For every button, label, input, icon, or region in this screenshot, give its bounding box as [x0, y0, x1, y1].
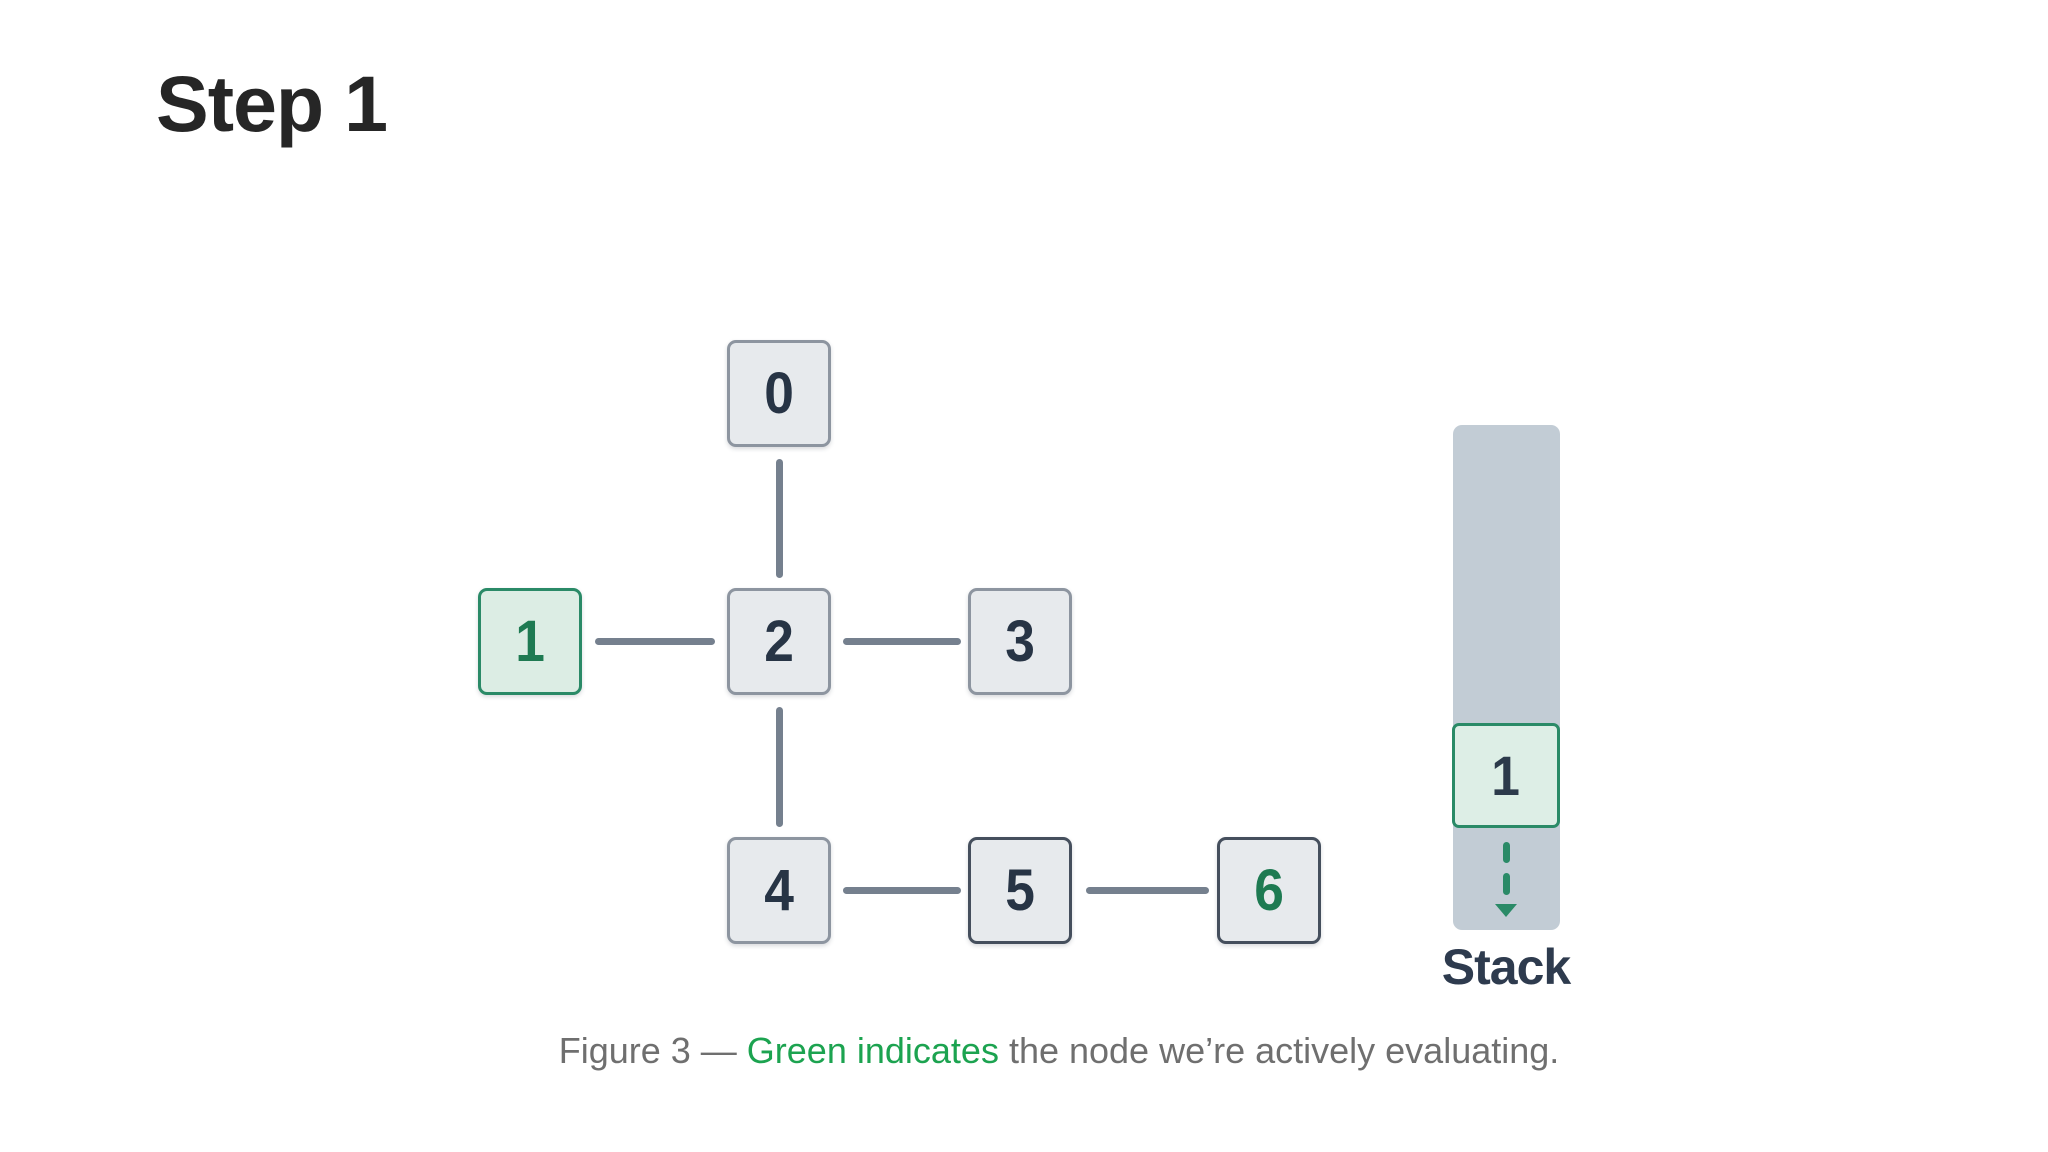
stack-label: Stack	[1441, 939, 1571, 995]
edge-0-2	[776, 459, 783, 578]
stack-item-1: 1	[1452, 723, 1560, 828]
graph-node-4: 4	[727, 837, 831, 944]
graph-node-4-label: 4	[764, 858, 794, 923]
graph-node-1-active: 1	[478, 588, 582, 695]
graph-node-0: 0	[727, 340, 831, 447]
graph-node-6-label: 6	[1254, 858, 1284, 923]
edge-2-4	[776, 707, 783, 827]
caption-prefix: Figure 3 —	[558, 1030, 747, 1071]
edge-2-3	[843, 638, 961, 645]
graph-node-3-label: 3	[1005, 609, 1035, 674]
stack-item-1-label: 1	[1491, 744, 1521, 807]
edge-4-5	[843, 887, 961, 894]
graph-node-2-label: 2	[764, 609, 794, 674]
caption-highlight: Green indicates	[746, 1030, 999, 1071]
page-title: Step 1	[156, 59, 388, 148]
edge-5-6	[1086, 887, 1209, 894]
caption-suffix: the node we’re actively evaluating.	[998, 1030, 1560, 1071]
graph-node-1-label: 1	[515, 609, 545, 674]
graph-node-6: 6	[1217, 837, 1321, 944]
graph-node-2: 2	[727, 588, 831, 695]
figure-caption: Figure 3 — Green indicates the node we’r…	[0, 1030, 2048, 1072]
graph-node-3: 3	[968, 588, 1072, 695]
graph-node-5-label: 5	[1005, 858, 1035, 923]
edge-1-2	[595, 638, 715, 645]
graph-node-5: 5	[968, 837, 1072, 944]
graph-node-0-label: 0	[764, 361, 794, 426]
